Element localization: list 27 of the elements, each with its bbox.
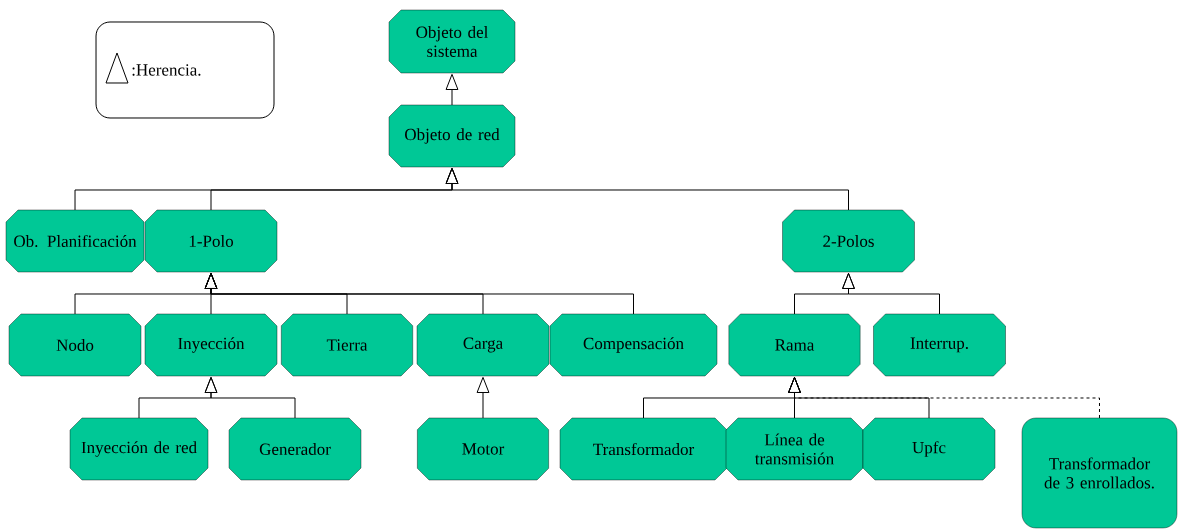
class-box: Inyección de red (69, 417, 209, 481)
class-box: Generador (228, 417, 362, 481)
class-box: 1-Polo (144, 209, 278, 273)
class-box: Interrup. (873, 313, 1006, 377)
inheritance-arrow (476, 376, 490, 419)
class-box: Ob. Planificación (5, 209, 145, 273)
inheritance-arrow (842, 272, 940, 315)
class-box: Objeto del sistema (388, 9, 516, 74)
inheritance-arrow (204, 272, 634, 315)
class-box: Inyección (144, 313, 278, 377)
class-box: Línea de transmisión (725, 417, 864, 481)
legend-text: :Herencia. (132, 64, 201, 76)
inheritance-arrow (445, 73, 459, 106)
class-box: Objeto de red (388, 104, 516, 168)
class-box: Transformador de 3 enrollados. (1021, 417, 1178, 529)
class-box: Transformador (559, 417, 728, 481)
inheritance-arrow (445, 167, 849, 211)
class-box: Carga (416, 313, 550, 377)
inheritance-arrow (204, 376, 296, 419)
class-box: 2-Polos (782, 209, 915, 273)
class-box: Compensación (549, 313, 718, 377)
class-box: Upfc (862, 417, 996, 481)
class-box: Motor (417, 417, 549, 481)
class-box: Nodo (8, 313, 142, 377)
inheritance-arrow (788, 376, 930, 419)
class-box: Rama (728, 313, 861, 377)
class-box: Tierra (281, 313, 413, 377)
